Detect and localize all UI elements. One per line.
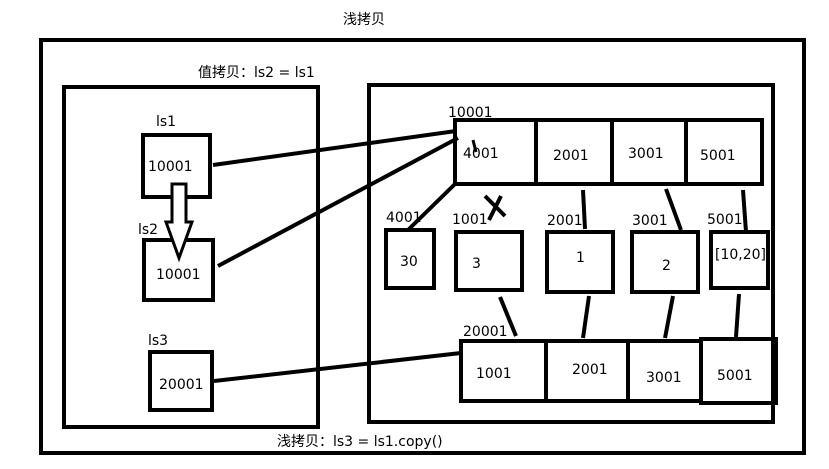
ls3-box: [148, 350, 214, 412]
list3-address: 20001: [463, 324, 508, 340]
value-copy-label: 值拷贝：ls2 = ls1: [198, 65, 315, 81]
pointer-list1-c0-obj4001: [406, 182, 457, 232]
obj-5001-value: [10,20]: [715, 247, 766, 263]
obj-4001-address: 4001: [386, 210, 422, 226]
ls1-value: 10001: [148, 159, 193, 175]
list1-cell-0: 4001: [463, 146, 499, 162]
list3-last-cell: [699, 337, 778, 405]
list3-cell-2: 3001: [646, 370, 682, 386]
shallow-copy-label: 浅拷贝：ls3 = ls1.copy(): [277, 434, 443, 450]
obj-2001-address: 2001: [547, 213, 583, 229]
pointer-list3-c2-obj3001: [663, 295, 675, 339]
obj-4001-value: 30: [400, 254, 418, 270]
ls1-name: ls1: [156, 114, 176, 130]
pointer-list1-c1-obj2001: [581, 189, 587, 230]
pointer-ls2-list1: [217, 136, 459, 268]
obj-3001-box: [630, 230, 700, 294]
pointer-ls1-list1: [212, 129, 457, 167]
copy-arrow: [163, 182, 195, 263]
pointer-list1-c3-obj5001: [741, 189, 748, 233]
list1-box: [453, 118, 764, 186]
obj-5001-address: 5001: [707, 212, 743, 228]
ls2-value: 10001: [156, 267, 201, 283]
pointer-ls3-list3: [213, 351, 462, 383]
heap-area: [367, 83, 775, 424]
list3-cell-3: 5001: [717, 368, 753, 384]
obj-3001-address: 3001: [632, 213, 668, 229]
obj-1001-box: [454, 230, 524, 292]
obj-2001-value: 1: [576, 250, 585, 266]
obj-3001-value: 2: [662, 258, 671, 274]
list1-cell-3: 5001: [700, 148, 736, 164]
obj-1001-address: 1001: [452, 212, 488, 228]
list3-cell-1: 2001: [572, 362, 608, 378]
obj-2001-box: [545, 230, 615, 294]
ls2-name: ls2: [138, 222, 158, 238]
list1-cell-1: 2001: [553, 148, 589, 164]
list1-cell-2: 3001: [628, 146, 664, 162]
pointer-list3-c0-obj1001: [498, 296, 518, 337]
list1-address: 10001: [448, 105, 493, 121]
pointer-list3-c3-obj5001: [734, 293, 741, 338]
stack-area: [62, 85, 320, 429]
obj-1001-value: 3: [472, 256, 481, 272]
pointer-list3-c1-obj2001: [581, 295, 591, 339]
pointer-list1-c2-obj3001: [664, 188, 683, 231]
ls3-name: ls3: [148, 333, 168, 349]
diagram-title: 浅拷贝: [343, 12, 385, 28]
ls3-value: 20001: [159, 377, 204, 393]
outer-frame: [39, 38, 806, 455]
list3-cell-0: 1001: [476, 366, 512, 382]
obj-5001-box: [709, 230, 770, 290]
